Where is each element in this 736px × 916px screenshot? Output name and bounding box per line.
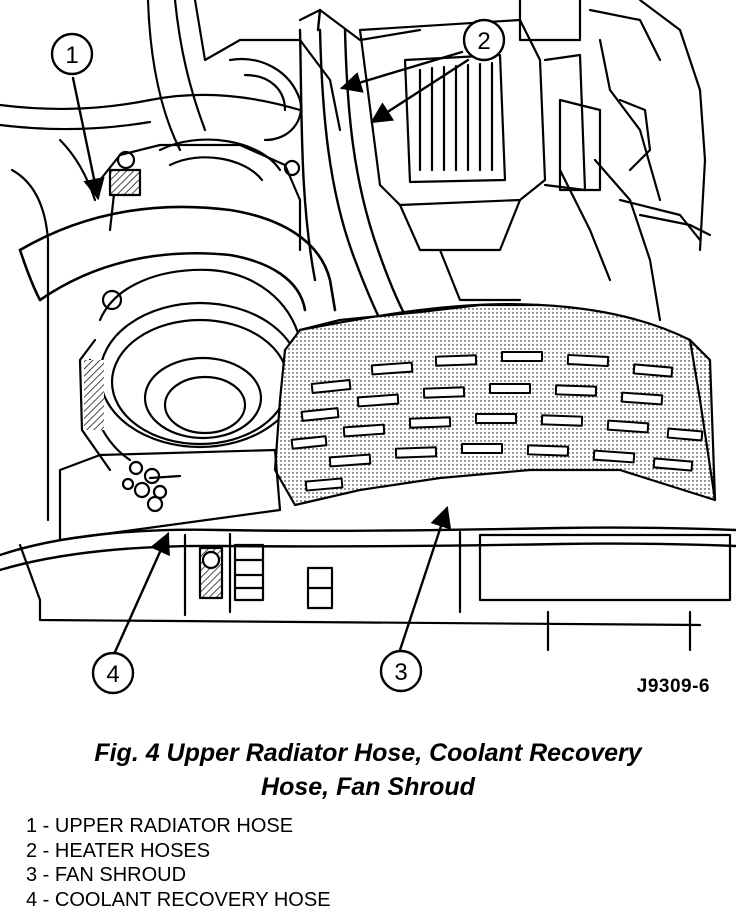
figure-caption-line-2: Hose, Fan Shroud	[261, 773, 475, 801]
heater-hoses	[298, 8, 412, 332]
intake-plenum	[358, 18, 587, 302]
figure-caption-line-1: Fig. 4 Upper Radiator Hose, Coolant Reco…	[94, 739, 642, 767]
legend-item: 1 - UPPER RADIATOR HOSE	[26, 815, 294, 837]
callout-numbers: 1 2 3 4	[65, 28, 490, 688]
callout-circles	[50, 18, 506, 695]
radiator-crossmember	[18, 530, 732, 652]
fan-shroud	[273, 302, 717, 507]
legend-item: 2 - HEATER HOSES	[26, 839, 211, 862]
alternator-pulley	[78, 138, 302, 472]
callout-2-number: 2	[477, 28, 490, 55]
figure-caption: Fig. 4 Upper Radiator Hose, Coolant Reco…	[0, 736, 736, 804]
legend-item: 3 - FAN SHROUD	[26, 864, 187, 886]
callout-3-number: 3	[394, 659, 407, 686]
parts-legend: 1 - UPPER RADIATOR HOSE 2 - HEATER HOSES…	[26, 814, 331, 912]
callout-1-number: 1	[65, 42, 78, 69]
radiator-bracket	[58, 448, 282, 542]
coolant-recovery-hose	[0, 526, 736, 572]
callout-leaders	[71, 50, 470, 654]
engine-bay-illustration: 1 2 3 4	[0, 0, 736, 695]
shroud-louvers	[290, 351, 704, 492]
callout-4-number: 4	[106, 661, 119, 688]
engine-compartment-background	[0, 0, 712, 522]
figure-code: J9309-6	[636, 676, 710, 697]
upper-radiator-hose	[18, 205, 337, 312]
legend-item: 4 - COOLANT RECOVERY HOSE	[26, 888, 331, 911]
